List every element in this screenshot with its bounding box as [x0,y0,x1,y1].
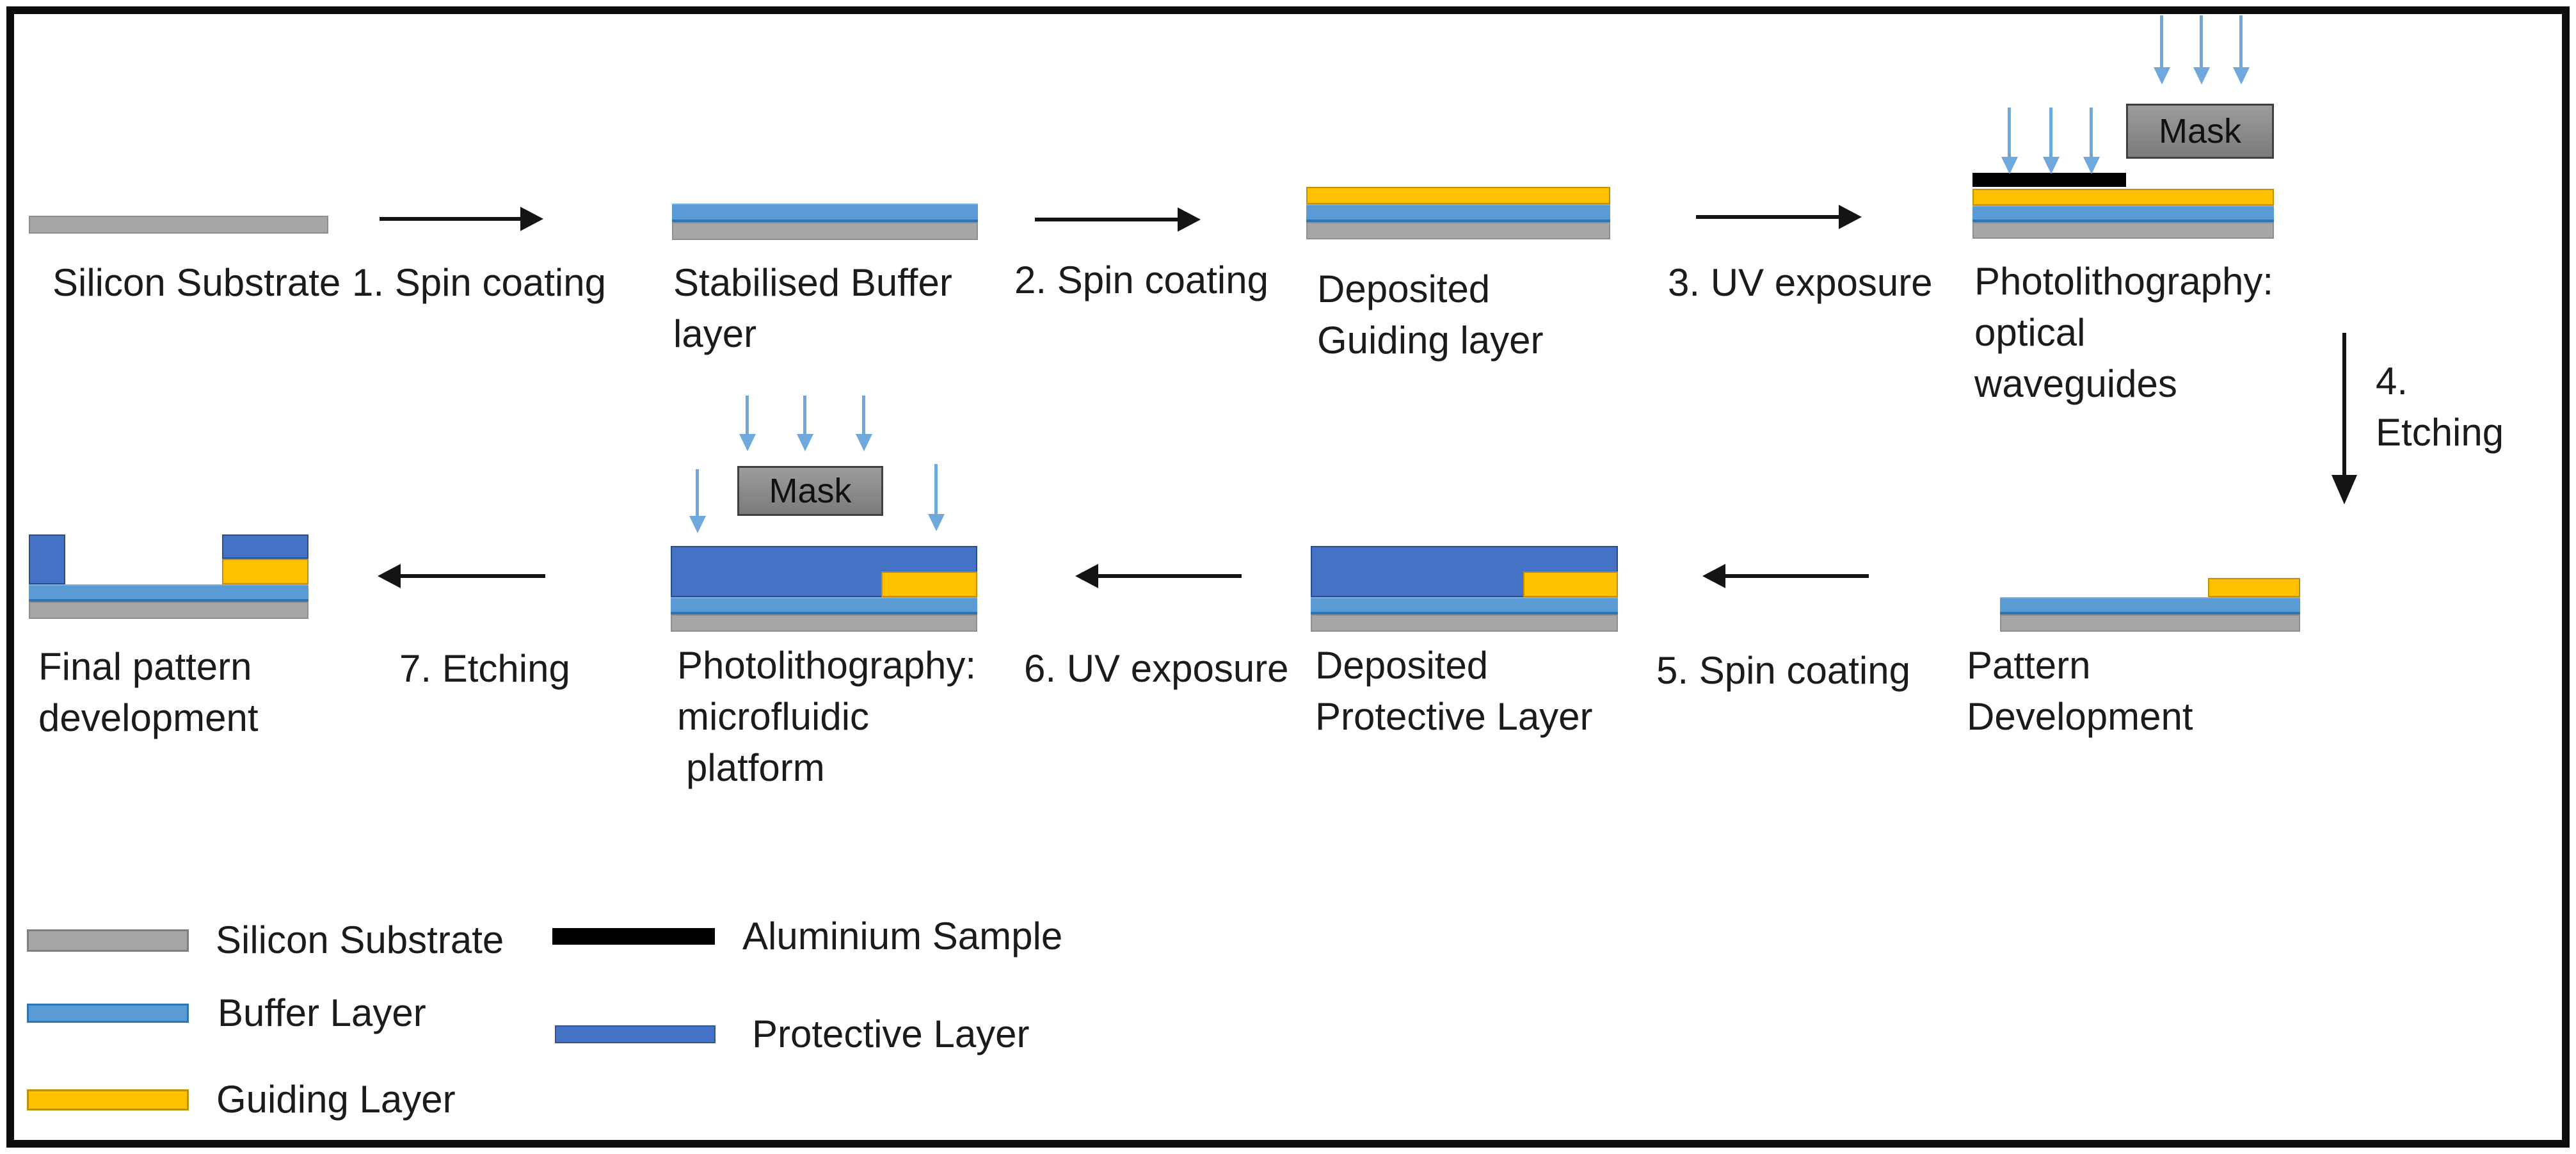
silicon-substrate-bar [1972,222,2274,239]
arrow-step2-right [1035,218,1178,221]
stabilised-buffer-label-line2: layer [673,312,757,355]
deposited-guiding-label-line2: Guiding layer [1317,319,1544,362]
buffer-layer-bar [2000,597,2300,614]
uv-arrow-icon [2090,108,2093,157]
uv-arrow-icon [696,469,699,516]
buffer-layer-bar [672,204,978,222]
photolitho-microfluidic-label-line1: Photolithography: [677,644,976,687]
step1-label: 1. Spin coating [352,261,606,304]
arrow-step6-left [1098,574,1242,578]
aluminium-sample-bar [1972,173,2126,187]
guiding-layer-block [1523,572,1618,597]
step2-label: 2. Spin coating [1014,259,1268,301]
mask-box: Mask [2126,104,2274,159]
guiding-layer-block [222,559,308,584]
guiding-layer-block [2208,578,2300,597]
buffer-layer-bar [1306,204,1610,222]
silicon-substrate-bar [1306,222,1610,239]
protective-layer-block [222,534,308,559]
silicon-substrate-label: Silicon Substrate [52,261,341,304]
photolitho-microfluidic-label-line3: platform [686,746,825,789]
figure-border [6,6,2570,1148]
legend-label-guiding: Guiding Layer [216,1078,456,1121]
legend-swatch-protective [555,1025,716,1043]
buffer-layer-bar [1972,205,2274,222]
silicon-substrate-bar [29,216,328,234]
uv-arrow-icon [2008,108,2011,157]
legend-swatch-buffer [27,1004,189,1023]
arrow-step5-left [1725,574,1869,578]
mask-label: Mask [769,472,852,510]
silicon-substrate-bar [29,602,308,619]
buffer-layer-bar [1311,597,1618,614]
uv-arrow-icon [2160,15,2163,67]
mask-box: Mask [737,466,883,516]
legend-label-buffer: Buffer Layer [218,991,426,1034]
deposited-protective-label-line1: Deposited [1315,644,1489,687]
step6-label: 6. UV exposure [1024,647,1289,690]
final-pattern-label-line2: development [38,696,259,739]
step4-label-line1: 4. [2376,360,2408,403]
photolitho-waveguides-label-line1: Photolithography: [1974,260,2273,303]
legend-label-aluminium: Aluminium Sample [742,915,1063,958]
photolitho-waveguides-label-line2: optical [1974,311,2086,354]
silicon-substrate-bar [2000,614,2300,632]
pattern-development-label-line1: Pattern [1967,644,2091,687]
silicon-substrate-bar [672,222,978,240]
step5-label: 5. Spin coating [1656,649,1910,692]
photolitho-microfluidic-label-line2: microfluidic [677,695,870,738]
step7-label: 7. Etching [399,647,570,690]
silicon-substrate-bar [671,614,977,632]
legend-label-protective: Protective Layer [752,1013,1030,1055]
step3-label: 3. UV exposure [1668,261,1933,304]
deposited-protective-label-line2: Protective Layer [1315,695,1593,738]
deposited-guiding-label-line1: Deposited [1317,268,1491,310]
uv-arrow-icon [2239,15,2243,67]
arrow-step1-right [380,217,520,221]
uv-arrow-icon [2049,108,2052,157]
legend-swatch-silicon [27,929,189,952]
uv-arrow-icon [746,396,749,434]
uv-arrow-icon [934,464,938,514]
guiding-layer-bar [1306,187,1610,204]
silicon-substrate-bar [1311,614,1618,632]
arrow-step7-left [401,574,545,578]
guiding-layer-bar [1972,189,2274,205]
uv-arrow-icon [862,396,865,434]
step4-label-line2: Etching [2376,411,2504,454]
photolitho-waveguides-label-line3: waveguides [1974,362,2177,405]
buffer-layer-bar [671,597,977,614]
stabilised-buffer-label-line1: Stabilised Buffer [673,261,952,304]
legend-swatch-aluminium [552,928,715,945]
pattern-development-label-line2: Development [1967,695,2193,738]
legend-swatch-guiding [27,1089,189,1110]
legend-label-silicon: Silicon Substrate [216,918,504,961]
arrow-step3-right [1696,215,1839,219]
arrow-step4-down [2342,333,2346,475]
protective-layer-pillar [29,534,65,584]
mask-label: Mask [2158,112,2241,150]
uv-arrow-icon [803,396,806,434]
buffer-layer-bar [29,584,308,602]
uv-arrow-icon [2200,15,2203,67]
guiding-layer-block [881,572,977,597]
final-pattern-label-line1: Final pattern [38,645,252,688]
